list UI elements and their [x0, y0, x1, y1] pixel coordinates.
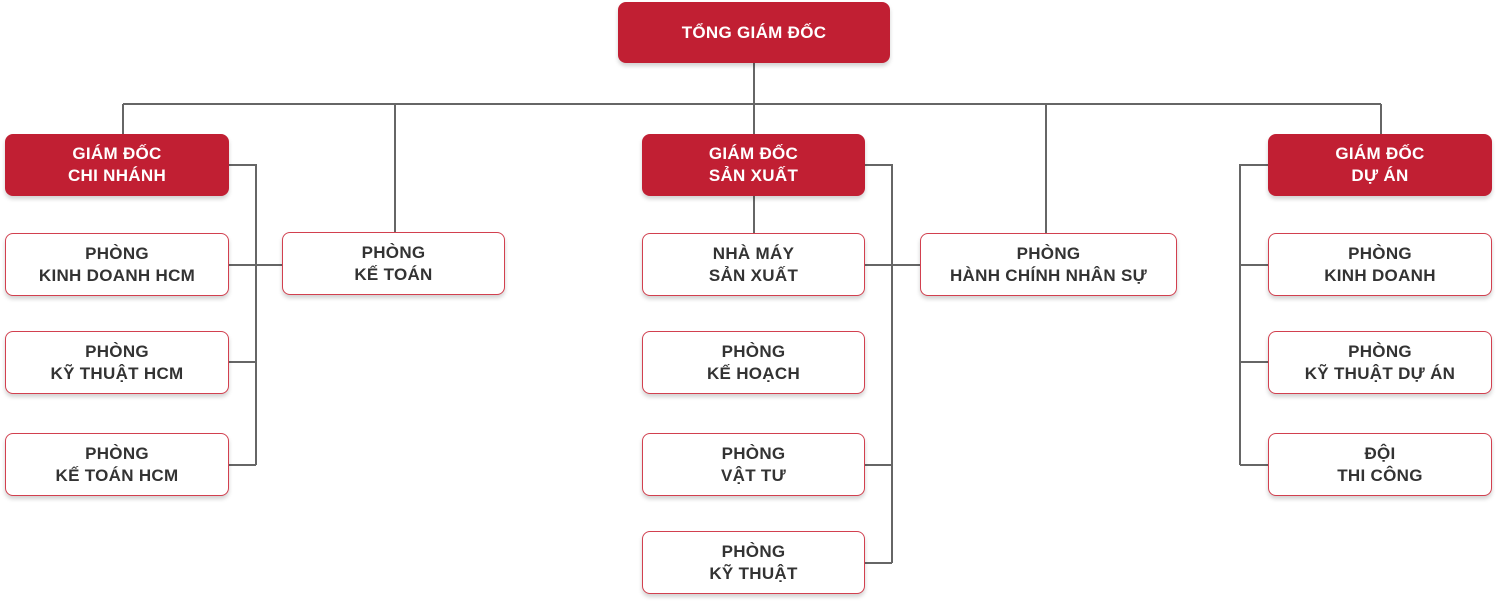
box-label-line: PHÒNG: [1348, 243, 1412, 263]
box-label-line: TỔNG GIÁM ĐỐC: [681, 22, 827, 42]
box-label-line: PHÒNG: [721, 443, 786, 463]
box-label-line: PHÒNG: [1016, 243, 1081, 263]
box-label-line: GIÁM ĐỐC: [72, 144, 162, 163]
box-label-line: ĐỘI: [1364, 443, 1396, 463]
box-label-line: KINH DOANH HCM: [38, 265, 196, 285]
project-director-box: GIÁM ĐỐC DỰ ÁN: [1268, 134, 1492, 196]
box-label-line: PHÒNG: [85, 443, 149, 463]
box-label-line: HÀNH CHÍNH NHÂN SỰ: [949, 265, 1148, 285]
box-label-line: VẬT TƯ: [720, 465, 786, 485]
box-label-line: KỸ THUẬT HCM: [50, 363, 184, 383]
box-label-line: PHÒNG: [85, 341, 149, 361]
box-label-line: THI CÔNG: [1337, 465, 1423, 485]
box-label-line: KẾ HOẠCH: [706, 363, 801, 383]
box-label-line: SẢN XUẤT: [708, 166, 799, 185]
box-label-line: PHÒNG: [361, 242, 426, 262]
box-label-line: KỸ THUẬT: [709, 563, 798, 583]
branch-director-box: GIÁM ĐỐC CHI NHÁNH: [5, 134, 229, 196]
box-label-line: KỸ THUẬT DỰ ÁN: [1304, 363, 1456, 383]
box-label-line: NHÀ MÁY: [712, 243, 795, 263]
production-director-box: GIÁM ĐỐC SẢN XUẤT: [642, 134, 865, 196]
box-label-line: DỰ ÁN: [1351, 166, 1409, 185]
box-label-line: CHI NHÁNH: [67, 166, 167, 185]
box-label-line: SẢN XUẤT: [708, 265, 799, 285]
box-label-line: PHÒNG: [1348, 341, 1412, 361]
box-label-line: PHÒNG: [721, 541, 786, 561]
box-label-line: KINH DOANH: [1324, 265, 1436, 285]
box-label-line: KẾ TOÁN: [354, 264, 433, 284]
box-label-line: PHÒNG: [85, 243, 149, 263]
box-label-line: KẾ TOÁN HCM: [55, 465, 179, 485]
box-label-line: GIÁM ĐỐC: [1335, 144, 1425, 163]
ceo-box: TỔNG GIÁM ĐỐC: [618, 2, 890, 63]
box-label-line: GIÁM ĐỐC: [708, 144, 799, 163]
box-label-line: PHÒNG: [721, 341, 786, 361]
